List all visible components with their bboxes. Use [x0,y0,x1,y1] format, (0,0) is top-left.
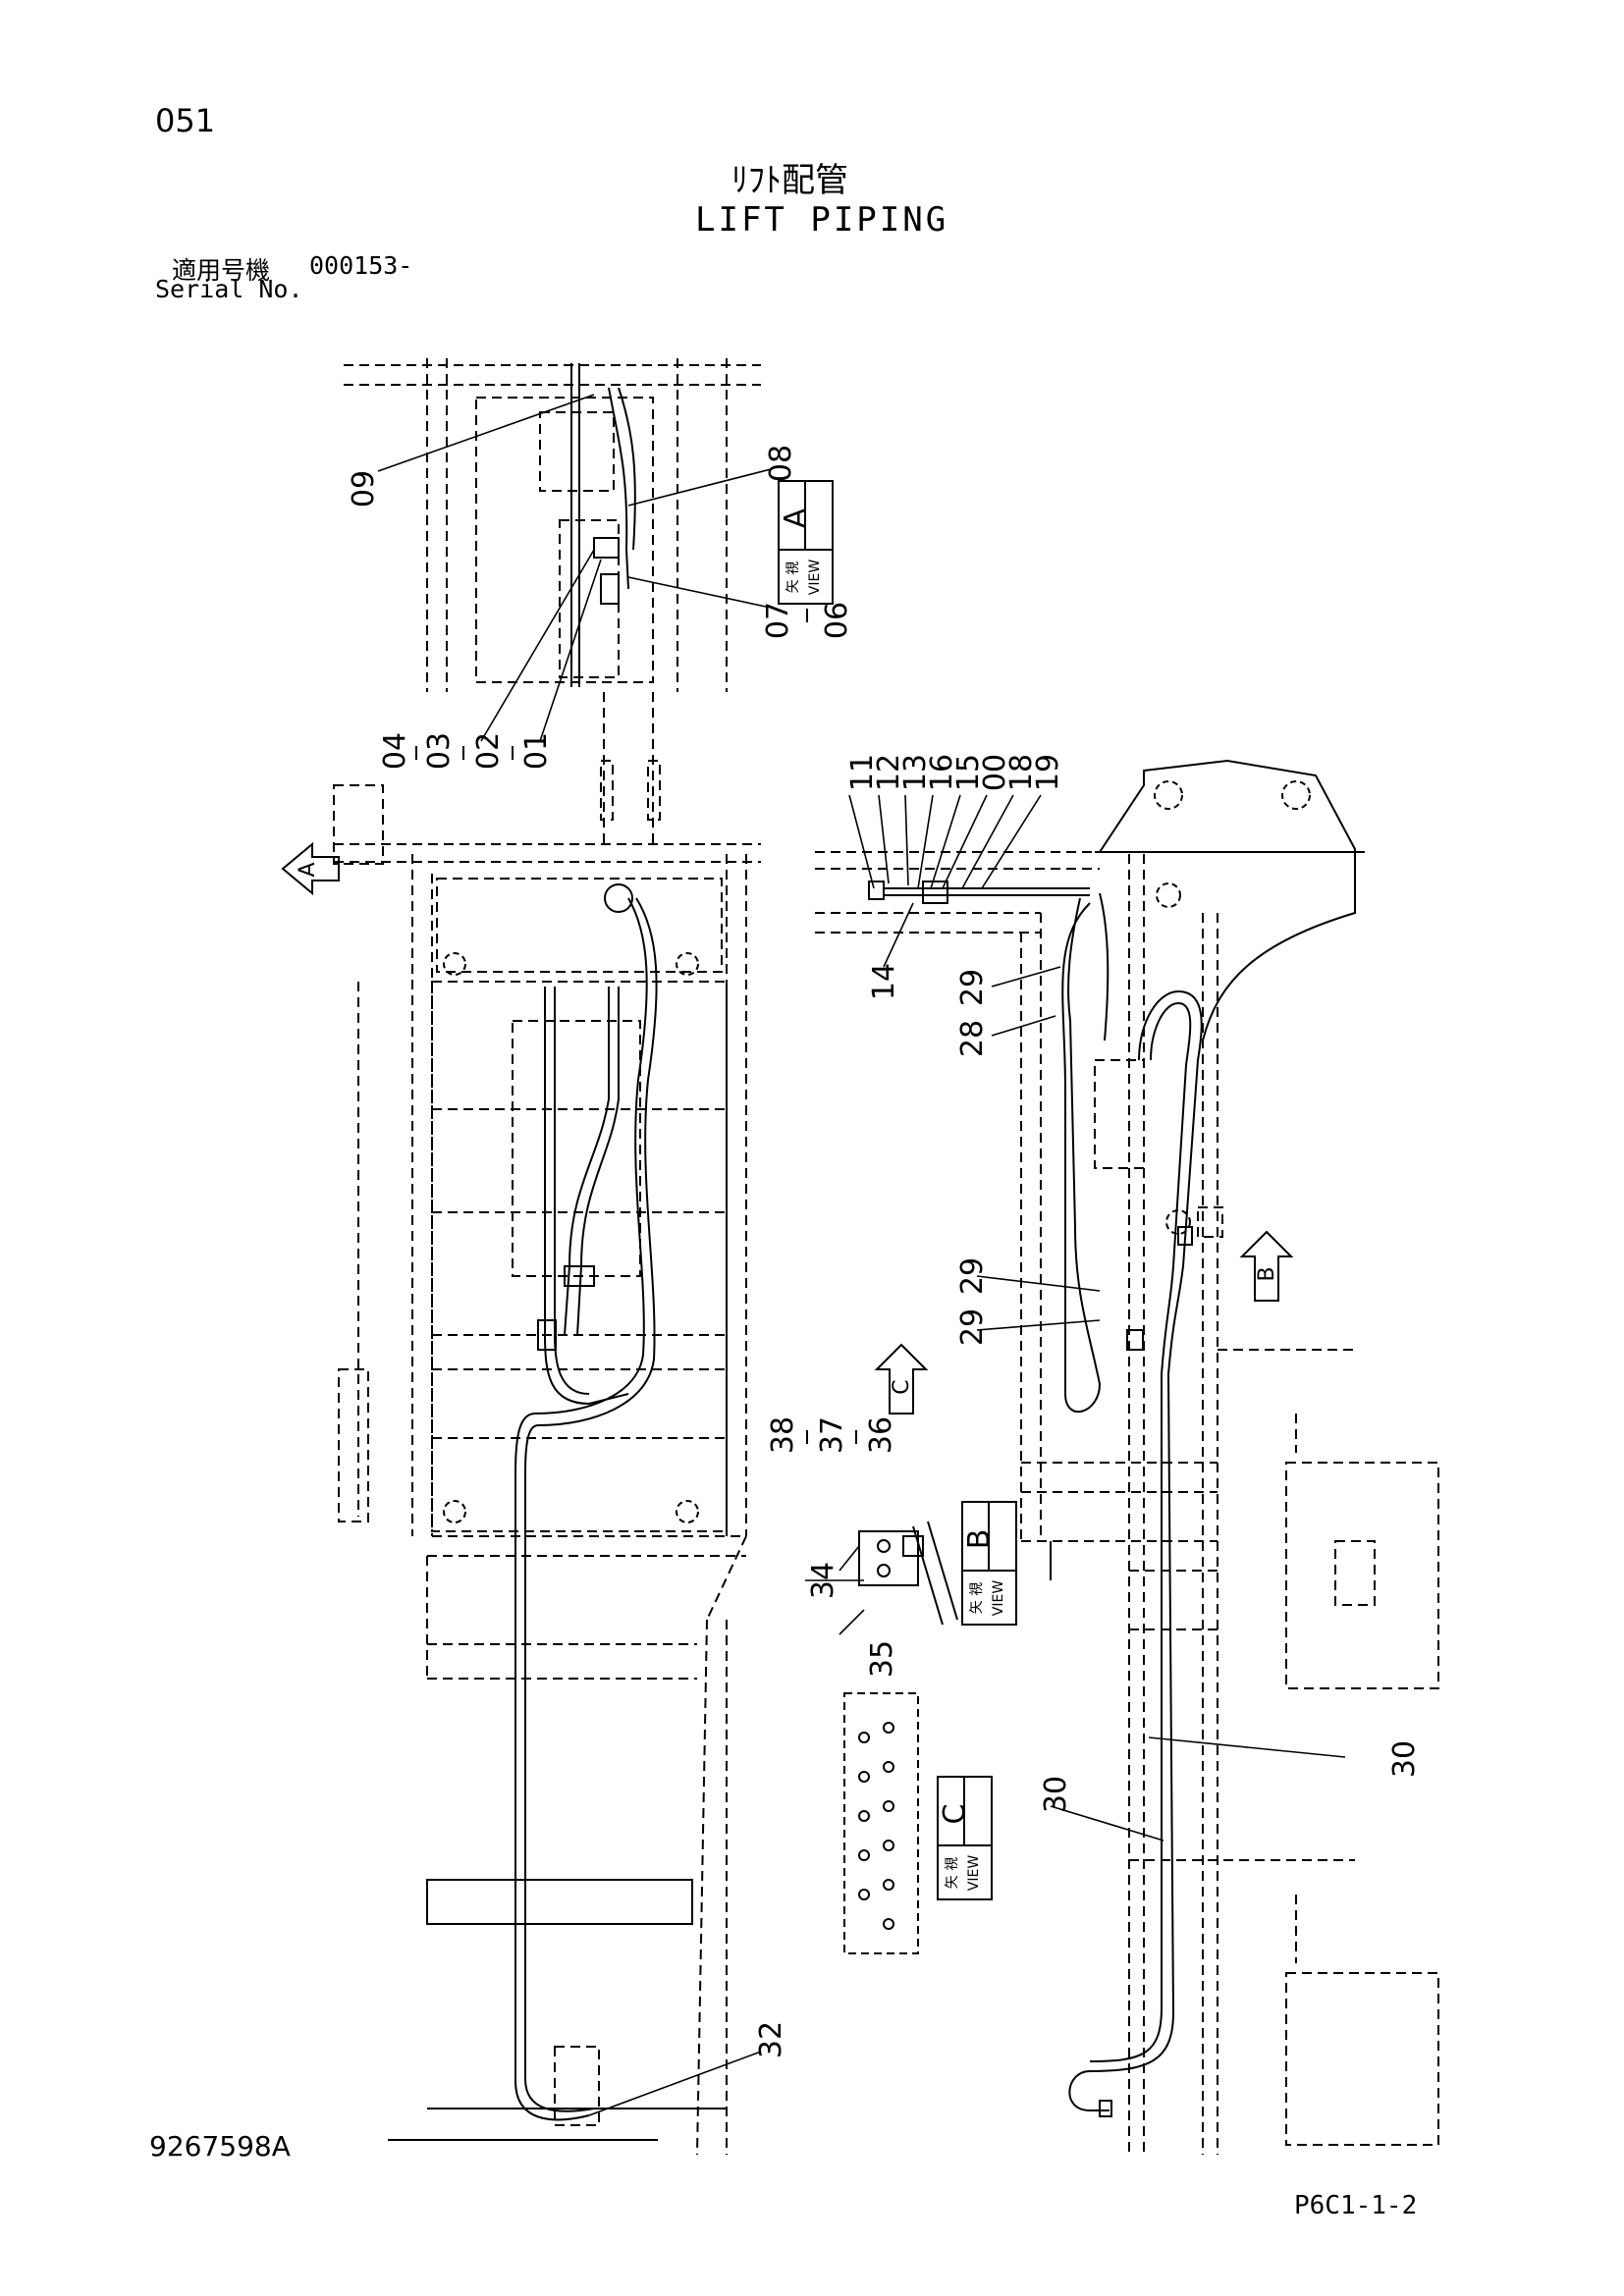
page-number: 051 [155,102,216,139]
callout-32: 32 [754,2021,788,2058]
arrow-a-letter: A [296,862,320,877]
view-b-word: VIEW [991,1580,1006,1617]
right-frame [815,851,1439,2155]
serial-label-english: Serial No. [155,275,303,303]
callout-03: 03 [422,732,457,770]
view-a-leaders [377,394,772,742]
callout-29-low: 29 [955,1308,990,1346]
view-a-word: VIEW [807,560,823,596]
title-japanese: ﾘﾌﾄ配管 [731,161,848,200]
serial-value: 000153- [309,251,413,280]
callout-01: 01 [519,732,554,770]
callout-36: 36 [864,1416,898,1454]
callout-35: 35 [865,1640,899,1678]
view-b-box [961,1501,1017,1626]
arrow-b [1239,1230,1294,1302]
left-frame [333,784,761,2156]
view-a-drawing [344,358,761,844]
left-hoses [514,897,658,2121]
view-c-plate [843,1692,919,1954]
left-frame-bolts [443,883,699,1523]
arrow-b-letter: B [1255,1266,1279,1281]
callout-18: 18 [1004,754,1039,791]
callout-13: 13 [898,754,933,791]
arrow-a [281,841,340,896]
callout-04: 04 [378,732,412,770]
right-leaders [588,794,1346,2116]
view-a-box [778,480,834,605]
callout-30-left: 30 [1039,1776,1073,1813]
view-a-letter: A [779,507,813,528]
callout-12: 12 [872,754,906,791]
view-c-word: VIEW [966,1855,982,1892]
view-a-hoses [570,363,636,687]
view-b-letter: B [962,1529,997,1550]
callout-29-top: 29 [955,969,990,1006]
callout-02: 02 [471,732,506,770]
right-hoses [868,881,1203,2117]
callout-08: 08 [764,445,798,482]
view-b-bracket [858,1521,958,1626]
arrow-c [874,1343,929,1415]
serial-label-japanese: 適用号機 [172,256,271,285]
drawing-number: 9267598A [149,2130,291,2163]
view-c-kanji: 矢 視 [945,1857,960,1889]
view-c-box [937,1776,993,1900]
arrow-c-letter: C [890,1379,914,1394]
callout-07: 07 [761,602,795,639]
callout-14: 14 [867,963,901,1000]
callout-38: 38 [766,1416,800,1454]
view-b-kanji: 矢 視 [969,1582,985,1614]
callout-15: 15 [951,754,986,791]
callout-30-right: 30 [1387,1740,1422,1778]
callout-29-mid: 29 [955,1257,990,1295]
callout-34: 34 [806,1562,840,1599]
view-c-letter: C [938,1804,972,1825]
callout-00: 00 [978,754,1012,791]
callout-06: 06 [820,602,854,639]
title-english: LIFT PIPING [695,200,949,240]
callout-09: 09 [347,470,381,507]
callout-11: 11 [845,754,880,791]
left-frame-solid [388,1879,727,2141]
callout-16: 16 [925,754,959,791]
callout-37: 37 [815,1416,849,1454]
view-a-kanji: 矢 視 [785,561,801,593]
callout-28: 28 [955,1020,990,1057]
callout-19: 19 [1031,754,1065,791]
right-frame-solid [1050,759,1365,1580]
view-c-holes [858,1722,894,1930]
sheet-number: P6C1-1-2 [1294,2191,1418,2220]
